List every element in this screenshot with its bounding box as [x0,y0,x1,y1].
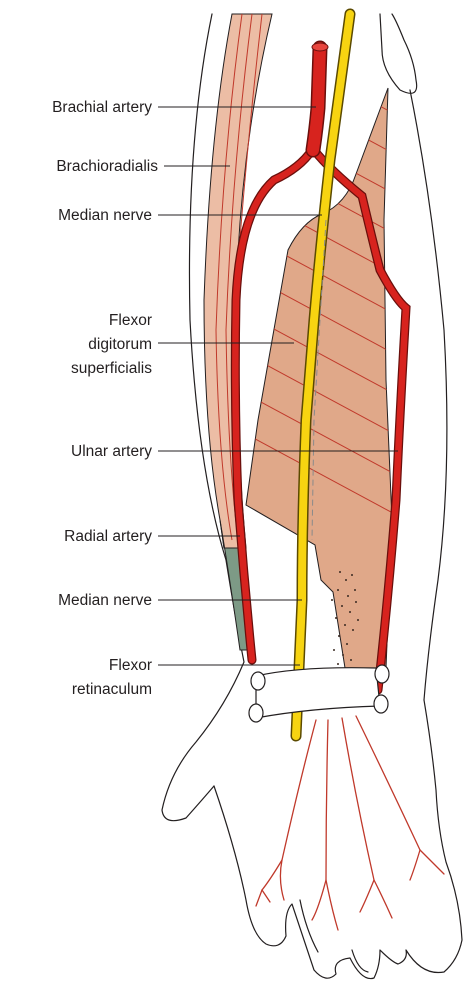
label-brachioradialis: Brachioradialis [56,158,158,175]
label-retinaculum-line1: Flexor [109,657,152,674]
label-median-nerve-lower: Median nerve [58,592,152,609]
label-fds-line2: digitorum [88,336,152,353]
label-median-nerve-upper: Median nerve [58,207,152,224]
flexor-digitorum-superficialis-muscle [220,20,469,668]
label-radial-artery: Radial artery [64,528,152,545]
label-brachial-artery: Brachial artery [52,99,152,116]
label-ulnar-artery: Ulnar artery [71,443,152,460]
labels: Brachial artery Brachioradialis Median n… [52,99,158,698]
flexor-retinaculum [249,665,389,722]
label-fds-line1: Flexor [109,312,152,329]
digital-nerves [256,716,444,930]
brachial-artery [312,43,328,150]
label-fds-line3: superficialis [71,360,152,377]
label-retinaculum-line2: retinaculum [72,681,152,698]
